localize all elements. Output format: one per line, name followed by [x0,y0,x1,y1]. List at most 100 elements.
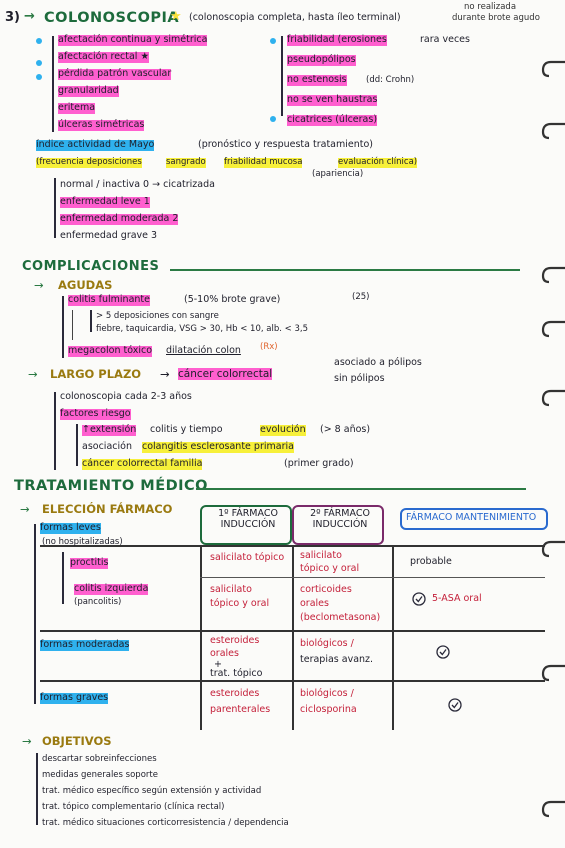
heading-rule [196,488,526,490]
check-icon [448,698,462,712]
bracket [62,552,64,604]
cell: (beclometasona) [300,612,381,623]
cell: biológicos / [300,638,354,649]
check-icon [412,592,426,606]
table-vline [292,545,294,730]
row-formas-moderadas: formas moderadas [40,639,130,651]
cell: probable [410,556,452,567]
cell: esteroides [210,635,260,646]
arrow-icon: → [160,367,170,381]
mayo-purpose: (pronóstico y respuesta tratamiento) [198,139,373,150]
colonoscopia-heading: COLONOSCOPIA [44,10,180,26]
screening-note: colonoscopia cada 2-3 años [60,391,192,402]
row-colitis-izquierda: colitis izquierda [74,583,149,595]
finding-item: pseudopólipos [287,54,356,66]
riesgo-item: asociación [82,441,132,452]
riesgo-item: (primer grado) [284,458,354,469]
table-vline [200,545,202,730]
riesgo-item: cáncer colorrectal familia [82,458,203,470]
arrow-icon: → [22,734,32,748]
ring-hook-2 [541,122,565,140]
row-proctitis: proctitis [70,557,109,569]
colonoscopia-subtitle: (colonoscopia completa, hasta íleo termi… [189,12,401,23]
finding-note: (dd: Crohn) [366,75,415,85]
criteria-line: fiebre, taquicardia, VSG > 30, Hb < 10, … [96,324,308,334]
ring-hook-8 [541,800,565,818]
cell: salicilato [210,584,252,595]
bullet-dot [36,38,42,44]
col-header-1: 1º FÁRMACO INDUCCIÓN [218,508,278,531]
ring-hook-1 [541,60,565,78]
col-header-box [200,505,292,545]
bullet-dot [270,116,276,122]
cell: esteroides [210,688,260,699]
cell: ciclosporina [300,704,357,715]
table-vline [392,545,394,730]
cell: salicilato [300,550,342,561]
riesgo-item: (> 8 años) [320,424,371,435]
riesgo-item: evolución [260,424,306,436]
bracket [62,296,64,358]
finding-item: afectación continua y simétrica [58,34,208,46]
cell: terapias avanz. [300,654,374,665]
cell: trat. tópico [210,668,263,679]
star-icon: ★ [170,9,182,24]
objetivo-item: descartar sobreinfecciones [42,754,157,764]
bracket [36,753,38,825]
bracket-right [281,36,283,116]
riesgo-item: colangitis esclerosante primaria [142,441,294,453]
cancer-type: asociado a pólipos [334,357,422,368]
megacolon-detail: dilatación colon [166,345,241,356]
bracket-left [52,36,54,132]
cancer-type: sin pólipos [334,373,385,384]
cell: corticoides [300,584,352,595]
objetivo-item: trat. médico situaciones corticorresiste… [42,818,289,828]
colitis-fulminante: colitis fulminante [68,294,150,306]
table-hline [40,680,545,682]
row-note: (no hospitalizadas) [42,537,123,547]
ring-hook-3 [541,266,565,284]
objetivo-item: medidas generales soporte [42,770,158,780]
table-hline [200,577,545,578]
cell: tópico y oral [210,598,270,609]
finding-item: cicatrices (úlceras) [287,114,378,126]
mayo-criteria: friabilidad mucosa [224,157,303,168]
cancer-colorrectal: cáncer colorrectal [178,368,273,381]
arrow-icon: → [34,278,44,292]
mayo-title: índice actividad de Mayo [36,139,155,151]
tratamiento-heading: TRATAMIENTO MÉDICO [14,478,209,494]
section-number: 3) [5,10,20,25]
finding-item: no estenosis [287,74,347,86]
cell: biológicos / [300,688,354,699]
bracket [54,392,56,470]
col-header-2: 2º FÁRMACO INDUCCIÓN [310,508,370,531]
finding-item: no se ven haustras [287,94,378,106]
mayo-score: enfermedad grave 3 [60,230,158,241]
cell: salicilato tópico [210,552,285,563]
criteria-line: > 5 deposiciones con sangre [96,311,219,321]
cell: 5-ASA oral [432,593,482,604]
finding-note: rara veces [420,34,470,45]
riesgo-item: ↑extensión [82,424,137,436]
down-arrow-line [72,310,73,340]
cell: + [214,659,222,670]
row-note: (pancolitis) [74,597,122,607]
factores-riesgo: factores riesgo [60,408,131,420]
mayo-criteria: sangrado [166,157,206,168]
row-formas-graves: formas graves [40,692,109,704]
bullet-dot [270,38,276,44]
finding-item: granularidad [58,85,119,97]
agudas-heading: AGUDAS [58,278,113,292]
cell: parenterales [210,704,271,715]
largo-plazo-heading: LARGO PLAZO [50,367,142,381]
side-note-2: durante brote agudo [452,13,540,23]
bracket [54,178,56,238]
table-hline [40,630,545,632]
arrow-icon: → [28,367,38,381]
cell: orales [210,648,239,659]
col-header-box [400,508,548,530]
finding-item: afectación rectal ★ [58,51,149,63]
heading-arrow: → [24,9,35,24]
row-formas-leves: formas leves [40,522,101,534]
arrow-icon: → [20,502,30,516]
